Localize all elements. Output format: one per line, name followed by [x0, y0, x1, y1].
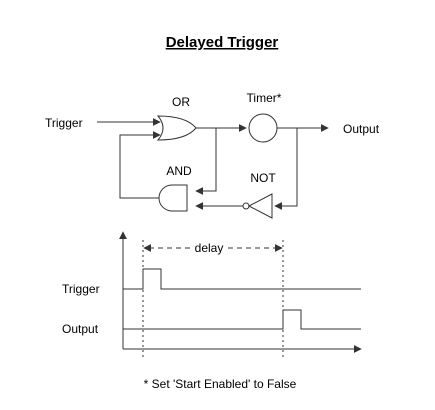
timing-diagram [119, 231, 362, 359]
timer-label: Timer* [247, 91, 282, 105]
or-gate-label: OR [172, 95, 190, 109]
or-to-and-wire [195, 128, 217, 195]
footnote: * Set 'Start Enabled' to False [144, 377, 297, 391]
timer-circle [248, 113, 278, 143]
not-gate-label: NOT [250, 171, 276, 185]
trigger-waveform [123, 268, 361, 290]
and-gate-label: AND [166, 164, 192, 178]
feedback-to-not-wire [274, 128, 298, 210]
and-to-or-wire [119, 131, 161, 199]
diagram-title: Delayed Trigger [166, 34, 279, 51]
trigger-input-label: Trigger [45, 116, 83, 130]
output-waveform [123, 309, 361, 330]
output-label: Output [343, 122, 380, 136]
delay-label: delay [195, 241, 224, 255]
or-gate [156, 115, 197, 141]
timing-output-label: Output [62, 322, 99, 336]
and-gate [158, 184, 188, 212]
not-gate [247, 193, 273, 219]
logic-circuit [97, 113, 329, 219]
timing-trigger-label: Trigger [62, 282, 100, 296]
